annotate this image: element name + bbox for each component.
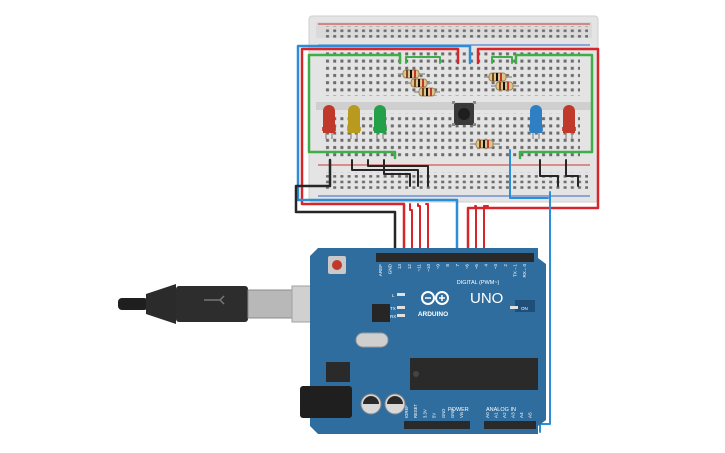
analog-label: ANALOG IN [486,407,516,413]
header-pin-label: ~9 [436,264,441,270]
analog-pin-label: A0 [485,412,490,418]
green-led [373,105,387,139]
green-wire-right [514,53,594,160]
resistor-6 [470,139,500,149]
on-label: ON [521,306,528,311]
analog-pin-label: A3 [511,412,516,418]
power-pin-label: 3.3V [422,409,427,418]
tx-label: TX [390,306,396,311]
atmega-chip [410,358,538,390]
analog-pin-label: A4 [519,412,524,418]
black-wire-gnd [294,158,397,258]
digital-label: DIGITAL (PWM~) [457,280,500,286]
power-pin-label: GND [441,409,446,418]
arduino-uno-board [300,248,546,434]
resistor-4 [484,72,512,82]
header-pin-label: ~5 [474,264,479,270]
blue-wire-left [296,44,472,258]
l-label: L [392,293,395,298]
header-pin-label: ~3 [493,264,498,270]
resistor-5 [491,81,519,91]
header-pin-label: 13 [397,264,402,270]
usb-cable [118,284,343,324]
analog-pin-label: A5 [528,412,533,418]
usb-symbol-icon [204,295,225,305]
resistor-3 [414,87,440,97]
push-button[interactable] [452,101,476,126]
resistor-1 [398,69,425,79]
digital-header [376,253,534,262]
header-pin-label: GND [388,263,393,274]
analog-pin-label: A1 [494,412,499,418]
red-wire-left-outer [300,47,460,258]
power-pin-label: RESET [413,404,418,418]
header-pin-label: ~10 [426,264,431,272]
green-wire-left [307,53,402,160]
red-led-left [322,105,336,139]
power-pin-label: IOREF [404,405,409,418]
power-pin-label: GND [450,409,455,418]
power-label: POWER [448,407,469,413]
power-pin-label: 5V [432,413,437,418]
arduino-logo-icon [421,291,449,305]
model-text: UNO [470,290,503,307]
header-pin-label: ~11 [416,264,421,272]
resistor-2 [406,78,432,88]
brand-text: ARDUINO [418,311,448,318]
power-pin-labels: IOREF RESET 3.3V 5V GND GND Vin [404,404,464,418]
header-pin-label: AREF [378,264,383,276]
red-wire-right-outer [466,47,600,258]
blue-wire-analog [539,191,551,433]
header-pin-label: 2 [503,264,508,267]
breadboard-wires [294,44,600,433]
analog-pin-label: A2 [502,412,507,418]
rx-label: RX [390,314,396,319]
yellow-led [347,105,361,139]
header-pin-label: RX←0 [522,264,527,278]
header-pin-label: 8 [445,264,450,267]
header-pin-label: ~6 [464,264,469,270]
red-led-right [562,105,576,139]
header-pin-label: TX→1 [512,264,517,277]
power-pin-label: Vin [459,411,464,418]
header-pin-label: 12 [407,264,412,270]
leds [322,105,576,139]
blue-led [529,105,543,139]
header-pin-labels: AREF GND 13 12 ~11 ~10 ~9 8 7 ~6 ~5 4 ~3 2 TX→1 RX←0 [378,263,527,277]
header-pin-label: 4 [484,264,489,267]
header-pin-label: 7 [455,264,460,267]
